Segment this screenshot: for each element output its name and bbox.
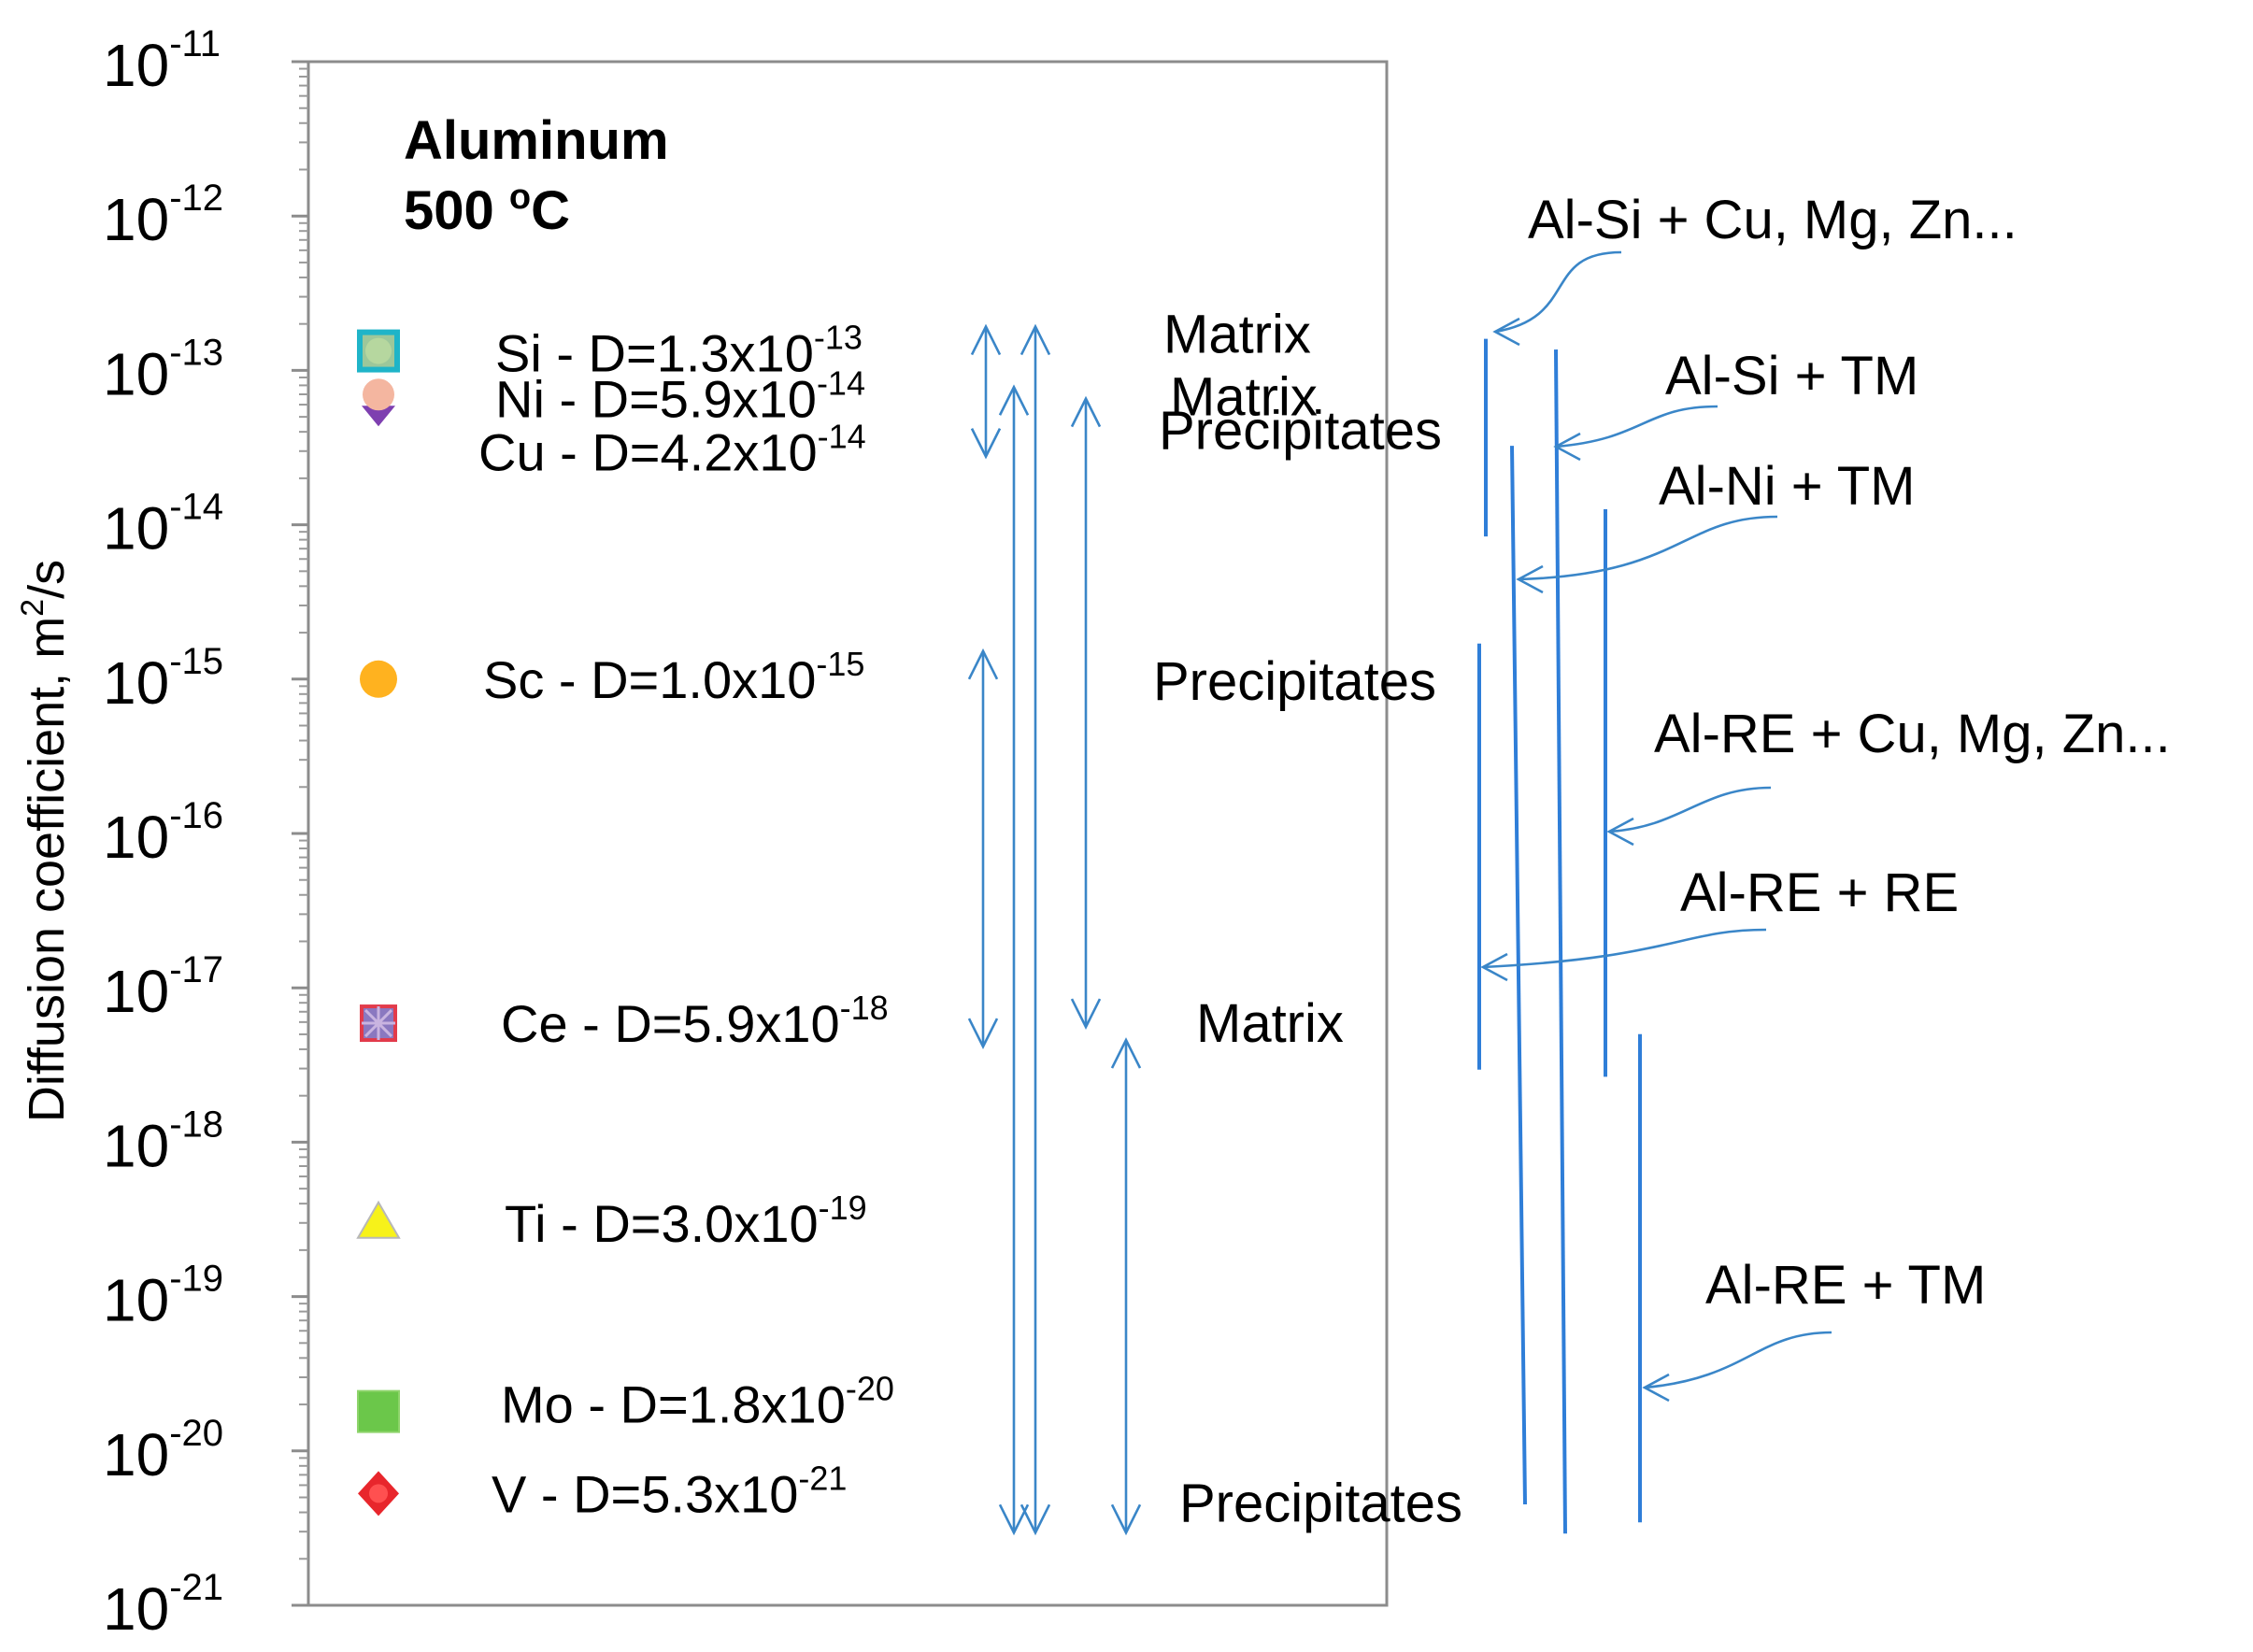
alloy-label-alsi-tm-pointer (1555, 405, 1718, 449)
alloy-label-alsi-cu-arrowhead (1492, 317, 1520, 347)
y-tick-label: 10-13 (103, 332, 223, 407)
range-arrow-sc-ce-head-bottom (967, 1018, 999, 1049)
ce-label: Ce - D=5.9x10-18 (501, 989, 889, 1053)
y-tick-label: 10-21 (103, 1567, 223, 1643)
range-arrow-cu-ce-head-bottom (1070, 998, 1102, 1030)
range-labels: MatrixMatrixPrecipitatesPrecipitatesMatr… (1153, 305, 1462, 1534)
ni-marker (363, 378, 394, 411)
range-arrow-ni-v (998, 384, 1030, 1536)
range-arrow-ce-v-head-bottom (1110, 1503, 1142, 1536)
alloy-label-alre-cu-text: Al-RE + Cu, Mg, Zn... (1654, 704, 2171, 764)
range-arrow-si-v-head-top (1020, 323, 1051, 356)
y-tick-label: 10-18 (103, 1104, 223, 1179)
y-axis-ticks (292, 60, 308, 1607)
data-markers (356, 329, 401, 1517)
sc-label: Sc - D=1.0x10-15 (483, 645, 864, 709)
range-label-matrix-1: Matrix (1163, 305, 1311, 365)
alloy-label-alre-re-text: Al-RE + RE (1680, 862, 1959, 923)
y-tick-label: 10-16 (103, 795, 223, 871)
chart-title: Aluminum (404, 110, 669, 171)
alloy-label-alni-tm-pointer (1518, 515, 1778, 581)
range-arrow-ce-v-head-top (1110, 1037, 1142, 1069)
alloy-system-labels: Al-Si + Cu, Mg, Zn... Al-Si + TM Al-Ni + T… (1480, 190, 2171, 1403)
alloy-label-alni-tm-text: Al-Ni + TM (1659, 456, 1915, 517)
alloy-label-alsi-tm: Al-Si + TM (1553, 346, 1918, 462)
ni-marker-triangle (362, 406, 395, 427)
ti-marker (356, 1200, 401, 1239)
range-arrow-ni-v-head-bottom (998, 1503, 1030, 1536)
range-arrow-si-cu-head-top (970, 323, 1002, 356)
range-arrows (967, 323, 1142, 1536)
range-arrow-si-cu (970, 323, 1002, 460)
alloy-label-alre-tm-pointer (1644, 1331, 1832, 1389)
range-arrow-si-cu-head-bottom (970, 428, 1002, 460)
cu-label: Cu - D=4.2x10-14 (478, 418, 866, 482)
si-marker-inner (365, 337, 392, 364)
range-arrow-ce-v (1110, 1037, 1142, 1536)
mo-marker (357, 1389, 400, 1433)
ni-label: Ni - D=5.9x10-14 (495, 363, 865, 428)
ce-marker-star (362, 1006, 395, 1041)
y-tick-label: 10-15 (103, 641, 223, 717)
chart-subtitle: 500 oC (404, 178, 570, 241)
alloy-label-alre-cu-arrowhead (1606, 817, 1634, 847)
alloy-label-alsi-tm-text: Al-Si + TM (1665, 346, 1918, 406)
range-label-precipitates-1: Precipitates (1159, 401, 1442, 462)
alloy-label-alni-tm-arrowhead (1516, 564, 1544, 594)
alloy-system-lines (1477, 338, 1642, 1534)
range-arrow-si-v-head-bottom (1020, 1503, 1051, 1536)
si-label: Si - D=1.3x10-13 (495, 319, 863, 383)
y-tick-label: 10-17 (103, 949, 223, 1025)
alloy-label-alsi-cu-pointer (1494, 250, 1622, 334)
range-arrow-sc-ce (967, 648, 999, 1049)
alloy-label-alre-tm: Al-RE + TM (1642, 1255, 1986, 1403)
y-tick-label: 10-19 (103, 1259, 223, 1334)
y-tick-label: 10-12 (103, 178, 223, 253)
range-arrow-si-v (1020, 323, 1051, 1536)
y-axis-tick-labels: 10-11 10-12 10-13 10-14 10-15 10-16 10-17 10-18… (103, 23, 223, 1643)
alloy-label-alre-re-arrowhead (1480, 952, 1508, 982)
alloy-line-alni-tm (1510, 446, 1527, 1505)
alloy-label-alre-tm-text: Al-RE + TM (1705, 1255, 1986, 1316)
alloy-label-alsi-cu: Al-Si + Cu, Mg, Zn... (1492, 190, 2018, 347)
alloy-line-alsi-tm (1554, 349, 1567, 1534)
range-arrow-cu-ce-head-top (1070, 395, 1102, 428)
alloy-label-alre-tm-arrowhead (1642, 1373, 1670, 1403)
alloy-label-alni-tm: Al-Ni + TM (1516, 456, 1915, 594)
range-arrow-sc-ce-head-top (967, 648, 999, 680)
alloy-label-alre-re-pointer (1482, 928, 1767, 969)
alloy-label-alre-cu-pointer (1608, 786, 1772, 833)
y-tick-label: 10-11 (103, 23, 221, 99)
alloy-label-alre-cu: Al-RE + Cu, Mg, Zn... (1606, 704, 2171, 847)
range-label-matrix-2: Matrix (1170, 366, 1318, 427)
v-marker-inner (369, 1484, 388, 1503)
range-label-matrix-3: Matrix (1196, 993, 1344, 1054)
range-arrow-cu-ce (1070, 395, 1102, 1030)
alloy-label-alsi-tm-arrowhead (1553, 432, 1581, 462)
y-tick-label: 10-14 (103, 487, 223, 563)
range-arrow-ni-v-head-top (998, 384, 1030, 416)
ti-label: Ti - D=3.0x10-19 (505, 1189, 867, 1253)
y-axis-label: Diffusion coefficient, m2/s (15, 560, 75, 1122)
range-label-precipitates-2: Precipitates (1153, 651, 1436, 712)
alloy-label-alre-re: Al-RE + RE (1480, 862, 1959, 982)
alloy-label-alsi-cu-text: Al-Si + Cu, Mg, Zn... (1528, 190, 2018, 250)
mo-label: Mo - D=1.8x10-20 (501, 1370, 894, 1434)
range-label-precipitates-3: Precipitates (1179, 1473, 1462, 1533)
v-label: V - D=5.3x10-21 (492, 1459, 847, 1523)
sc-marker (360, 660, 397, 698)
y-tick-label: 10-20 (103, 1413, 223, 1488)
